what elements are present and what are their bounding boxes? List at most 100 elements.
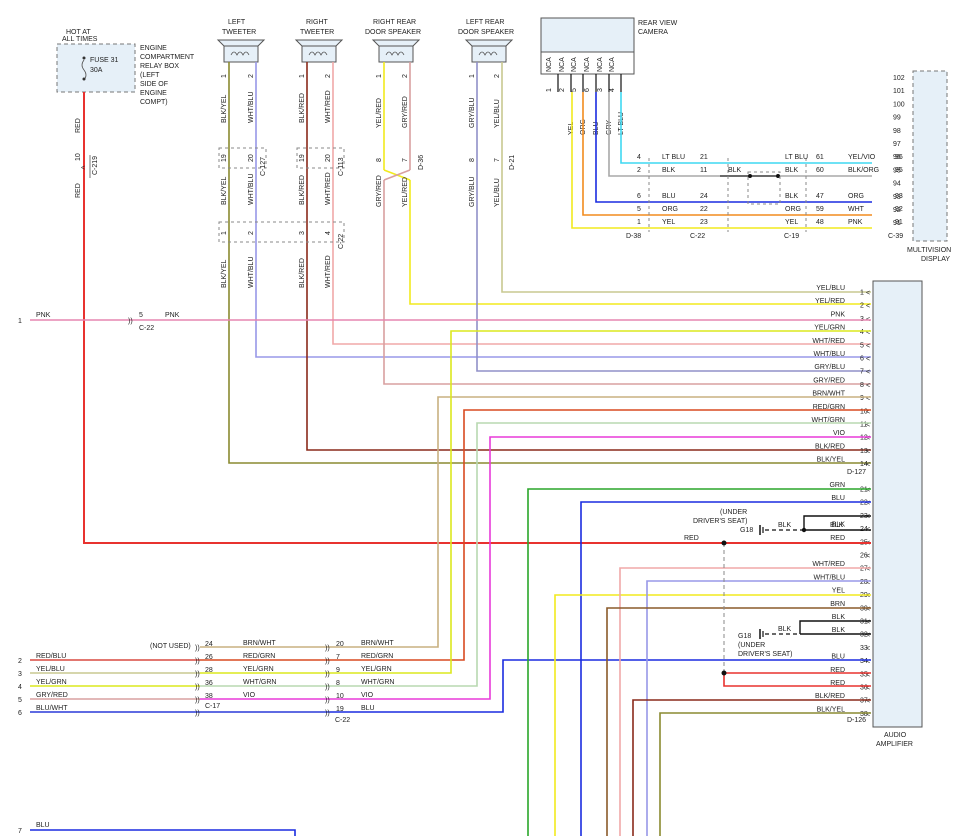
fuse-icon [81,56,87,81]
camera-pin-3: 6 [584,88,591,92]
wire-cam-gry [608,92,872,177]
lr-pin-8: 8 [469,158,476,162]
amp-pin-arrow: < [866,487,870,494]
connector-c39: C-39 [888,233,903,240]
display-pin-96: 96 [893,154,901,161]
amp-wire-color-11: WHT/GRN [812,417,845,424]
red-25-label: RED [684,535,699,542]
lt-b-color-3: WHT/BLU [248,257,255,289]
amp-pin-arrow: < [866,396,870,403]
lr-speaker-label: LEFT REAR [466,19,504,26]
bottom-color: BLU [36,822,50,829]
wire-yel-grn [330,330,871,674]
amp-label-1: AUDIO [884,732,907,739]
cam-row-p2-2: 24 [700,193,708,200]
relay-name-7: COMPT) [140,99,168,106]
amp-wire-color-32: BLK [832,627,846,634]
cam-row-p3-3: 59 [816,206,824,213]
relay-hot-label: HOT AT [66,29,91,36]
left-row-p2-2: 9 [336,667,340,674]
rr-pin-1: 1 [376,74,383,78]
relay-name-1: ENGINE [140,45,167,52]
rr-mid-color-2: YEL/RED [402,177,409,207]
left-row-c1-1: RED/GRN [243,653,275,660]
connector-c113: C-113 [338,157,345,176]
connector-arrow: )) [325,645,330,652]
wire-brn-wht [330,396,871,648]
cam-row-c2-3: ORG [785,206,801,213]
rt-pin-1: 1 [299,74,306,78]
coil-icon [308,51,328,56]
camera-pin-1: 2 [559,88,566,92]
camera-nca-0: NCA [546,57,553,72]
amp-pin-33: 33 [860,645,868,652]
left-row-c1-2: YEL/GRN [243,666,274,673]
lr-b-color-2: YEL/BLU [494,178,501,207]
rt-b-color-3: WHT/RED [325,255,332,288]
amp-wire-color-1: YEL/BLU [816,285,845,292]
amp-pin-arrow: < [866,500,870,507]
amp-pin-9: 9 [860,395,864,402]
display-pin-101: 101 [893,88,905,95]
lt-a-color: BLK/YEL [221,94,228,123]
right-tweeter-label: RIGHT [306,19,329,26]
left-tweeter-label: LEFT [228,19,246,26]
left-row-c1-3: WHT/GRN [243,679,276,686]
rr-mid-color-1: GRY/RED [376,175,383,207]
wire-yel-blu [501,62,871,293]
display-pin-97: 97 [893,141,901,148]
connector-d127: D-127 [847,469,866,476]
wire-blk-yel [228,62,871,464]
lt-pin-low-1: 1 [221,231,228,235]
relay-name-6: ENGINE [140,90,167,97]
rr-pin-2: 2 [402,74,409,78]
left-row-num-5: 6 [18,710,22,717]
lr-speaker: LEFT REAR DOOR SPEAKER [458,19,514,63]
connector-arrow: )) [195,671,200,678]
left-row-num-2: 3 [18,671,22,678]
relay-hot-label-2: ALL TIMES [62,36,98,43]
ground-top: (UNDER DRIVER'S SEAT) G18 BLK BLK [693,509,871,535]
left-row-color-5: BLU/WHT [36,705,68,712]
left-row-c2-2: YEL/GRN [361,666,392,673]
amp-pin-32: 32 [860,632,868,639]
amp-pin-arrow: < [866,672,870,679]
left-row-p2-1: 7 [336,654,340,661]
amp-pin-6: 6 [860,356,864,363]
ground-bottom-note-2: DRIVER'S SEAT) [738,651,793,658]
wire-bottom-blu [30,829,296,836]
ground-bottom: G18 (UNDER DRIVER'S SEAT) BLK [738,620,871,658]
left-row-p2-0: 20 [336,641,344,648]
lr-speaker-label-2: DOOR SPEAKER [458,29,514,36]
connector-arrow: )) [195,710,200,717]
cam-row-p2-1: 11 [700,167,707,174]
cam-row-c2-4: YEL [785,219,798,226]
rt-pin-19: 19 [299,154,306,162]
connector-c19: C-19 [784,233,799,240]
amp-wire-color-25: RED [830,535,845,542]
connector-arrow: )) [325,697,330,704]
connector-d21: D-21 [509,155,516,170]
ground-top-id: G18 [740,527,753,534]
amp-pin-31: 31 [860,619,868,626]
display-pin-102: 102 [893,75,905,82]
camera-nca-3: NCA [584,57,591,72]
lt-pin-1: 1 [221,74,228,78]
amp-pin-11: 11 [860,422,867,429]
amp-pin-4: 4 [860,329,864,336]
amp-pin-arrow: < [866,343,870,350]
relay-wire-bottom-color: RED [75,183,82,198]
display-box [912,70,948,242]
connector-arrow: )) [195,645,200,652]
pnk-conn: C-22 [139,325,154,332]
cam-row-c2-2: BLK [785,193,799,200]
amp-pin-36: 36 [860,685,868,692]
amp-pin-arrow: < [866,619,870,626]
cam-row-p3-1: 60 [816,167,824,174]
wire-cam-yel [571,92,872,229]
left-row-c2-5: BLU [361,705,375,712]
amp-wire-color-6: WHT/BLU [814,351,846,358]
connector-arrow: < [81,165,85,172]
left-row-c1-0: BRN/WHT [243,640,276,647]
cam-row-c1-3: ORG [662,206,678,213]
